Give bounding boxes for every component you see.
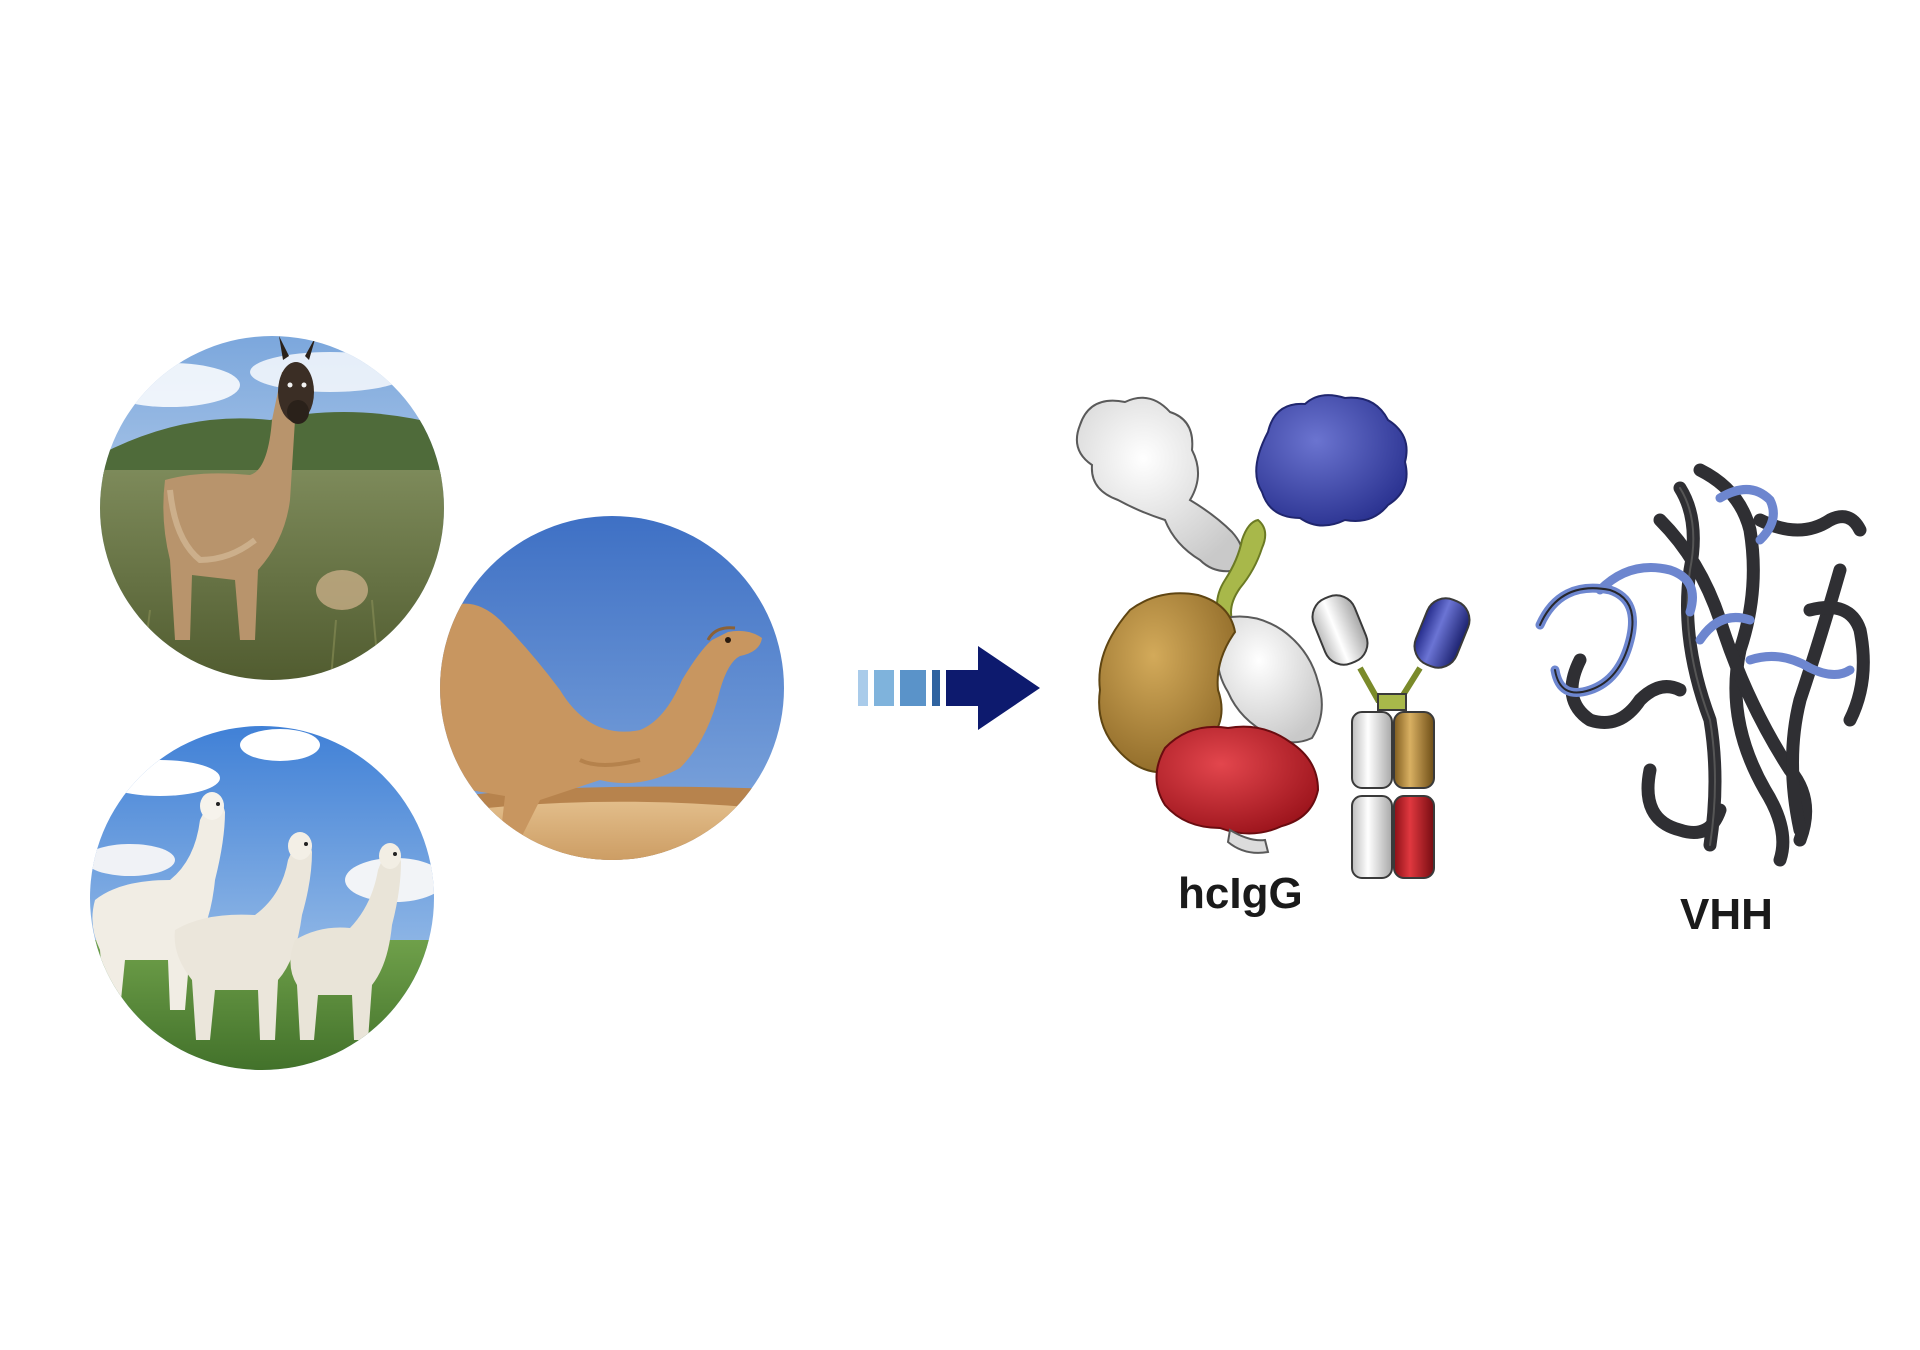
vhh-label: VHH: [1680, 890, 1773, 939]
antibody-schematic: [1311, 594, 1471, 879]
llama-photo: [100, 336, 444, 680]
camel-photo: [440, 516, 784, 860]
alpacas-photo: [90, 726, 434, 1070]
vhh-ribbon: [1535, 463, 1870, 867]
process-arrow-icon: [858, 646, 1040, 730]
hcigg-structure: [1076, 394, 1408, 854]
hcigg-label: hcIgG: [1178, 869, 1303, 918]
